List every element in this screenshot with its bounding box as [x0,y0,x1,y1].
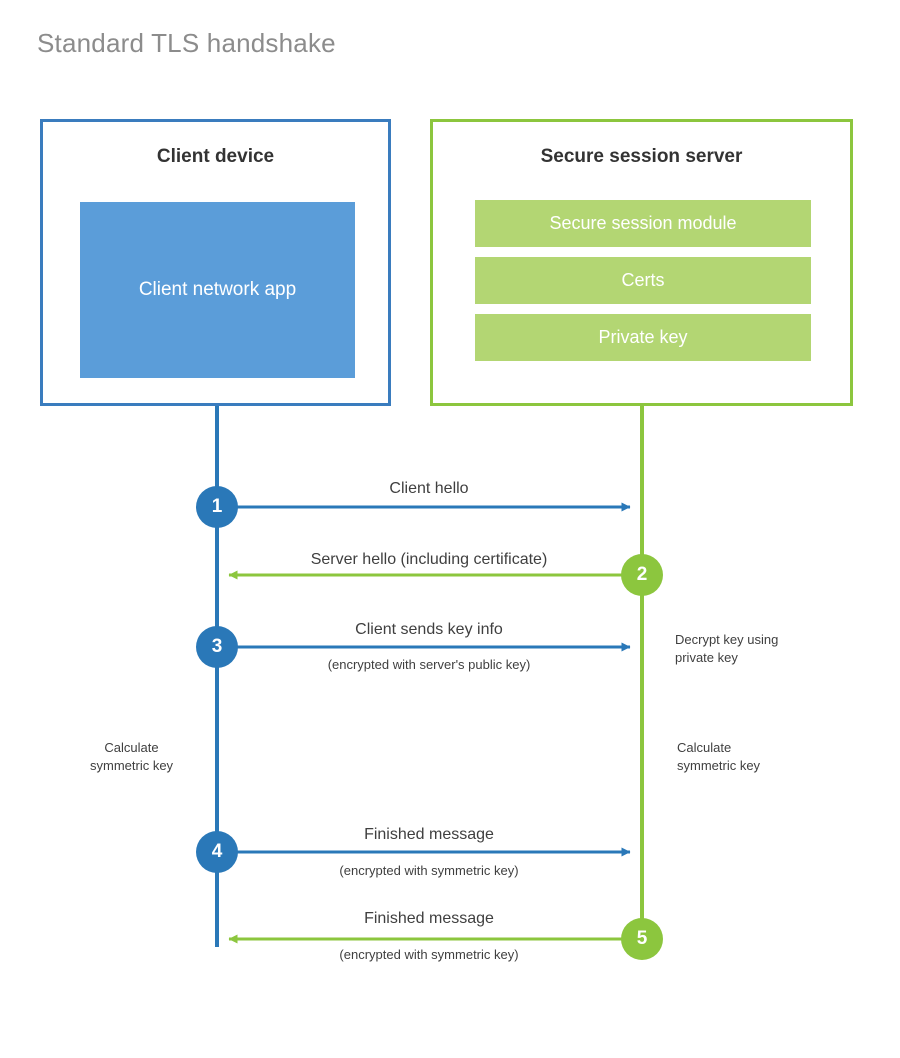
message-label-step-3: Client sends key info [355,621,503,638]
server-component-certs: Certs [475,257,811,304]
step-marker-4[interactable]: 4 [196,831,238,873]
message-label-step-2: Server hello (including certificate) [310,551,548,568]
page-title: Standard TLS handshake [37,28,336,58]
server-component-list: Secure session module Certs Private key [475,200,811,361]
step-marker-1[interactable]: 1 [196,486,238,528]
step-marker-3[interactable]: 3 [196,626,238,668]
message-label-step-4: Finished message [364,826,494,843]
client-device-box: Client device Client network app [40,119,391,406]
message-label-step-1: Client hello [389,480,469,497]
secure-session-server-box: Secure session server Secure session mod… [430,119,853,406]
step-marker-5[interactable]: 5 [621,918,663,960]
step-marker-2[interactable]: 2 [621,554,663,596]
message-sublabel-step-3: (encrypted with server's public key) [327,657,531,672]
note-server-calculate-symmetric-key: Calculate symmetric key [677,740,761,773]
server-component-private-key: Private key [475,314,811,361]
client-network-app-block: Client network app [80,202,355,378]
message-label-step-5: Finished message [364,910,494,927]
message-sublabel-step-4: (encrypted with symmetric key) [339,863,519,878]
message-sublabel-step-5: (encrypted with symmetric key) [339,947,519,962]
note-decrypt-key: Decrypt key using private key [675,632,779,665]
note-client-calculate-symmetric-key: Calculate symmetric key [90,740,174,773]
secure-session-server-title: Secure session server [540,146,743,167]
client-device-title: Client device [156,146,275,167]
server-component-secure-session-module: Secure session module [475,200,811,247]
